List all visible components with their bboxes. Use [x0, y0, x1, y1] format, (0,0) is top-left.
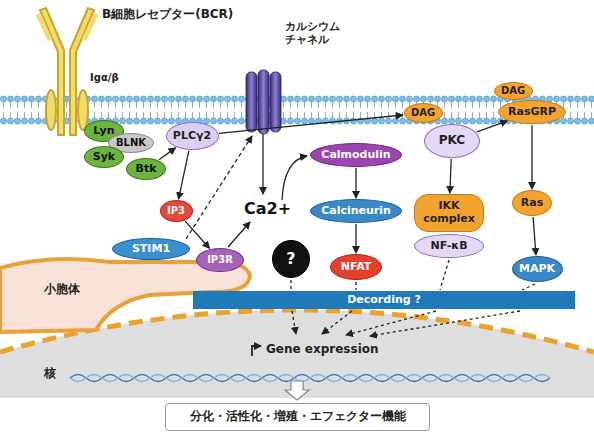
node-text: DAG [411, 107, 435, 119]
calcium-channel [246, 70, 281, 134]
signal-arrow [450, 159, 451, 193]
kinase-ellipse: MAPK [512, 256, 563, 282]
organelle-label: 核 [44, 366, 56, 380]
signal-arrow [179, 151, 189, 199]
kinase-ellipse: Btk [126, 158, 166, 180]
receptor-label: B細胞レセプター(BCR) [102, 7, 233, 21]
signal-dash [346, 311, 436, 335]
decoding-band: Decording ? [193, 291, 575, 309]
output-arrow [285, 381, 309, 400]
node-text: BLNK [116, 137, 146, 149]
dna [70, 375, 550, 382]
process-label: Gene expression [266, 342, 379, 356]
signal-arrow [355, 168, 356, 198]
transcription-start-arrow [252, 346, 261, 356]
node-text: DAG [501, 85, 525, 97]
signal-arrow [185, 221, 209, 248]
calcium-influx-arrow [262, 134, 263, 194]
factor-ellipse: NF-κB [414, 234, 484, 258]
node-text: NFAT [341, 261, 372, 274]
receptor-ellipse: IP3R [196, 248, 244, 272]
signal-dash [292, 311, 296, 334]
organelle-label: 小胞体 [44, 282, 80, 296]
node-text: ? [286, 250, 295, 268]
enzyme-ellipse: PLCγ2 [166, 122, 219, 150]
node-text: IP3 [167, 205, 185, 217]
kinase-ellipse: PKC [424, 124, 480, 158]
lipid-ellipse: DAG [494, 82, 533, 100]
node-text: PLCγ2 [173, 130, 211, 143]
factor-ellipse: NFAT [330, 254, 382, 280]
node-text: IP3R [207, 254, 233, 266]
node-text: RasGRP [508, 106, 556, 119]
signal-dash [290, 280, 291, 290]
dna [70, 375, 550, 382]
signal-arrow [531, 125, 532, 189]
signal-arrow [219, 115, 403, 133]
node-text: STIM1 [132, 243, 170, 256]
signal-dash [322, 311, 352, 334]
calcium-release-arrow [228, 222, 250, 247]
signal-arrow [355, 224, 356, 253]
calcium-calmodulin-arrow [282, 156, 307, 200]
messenger-circle: IP3 [160, 200, 193, 222]
signal-arrow [159, 148, 175, 160]
node-text: Decording ? [347, 294, 421, 307]
node-text: IKK complex [421, 200, 477, 225]
node-text: Btk [136, 163, 157, 176]
cell-membrane [0, 95, 594, 125]
node-text: 分化・活性化・増殖・エフェクター機能 [190, 410, 406, 424]
signal-dash [370, 311, 520, 336]
node-text: Calmodulin [321, 149, 390, 162]
kinase-ellipse: Syk [84, 146, 124, 168]
node-text: Syk [93, 151, 115, 164]
node-text: MAPK [519, 263, 555, 276]
bcr-receptor [38, 8, 96, 135]
node-text: PKC [439, 134, 465, 148]
gtpase-ellipse: Ras [512, 190, 552, 216]
complex-box: IKK complex [414, 194, 484, 232]
node-text: Ras [521, 197, 543, 210]
unknown-circle: ? [272, 240, 310, 278]
channel-label: カルシウム チャネル [285, 20, 347, 46]
lipid-ellipse: DAG [404, 103, 443, 123]
signal-dash [440, 260, 449, 290]
subunit-label: Igα/β [90, 72, 119, 84]
outcome-box: 分化・活性化・増殖・エフェクター機能 [165, 403, 430, 431]
signal-dash [355, 282, 356, 290]
signal-dash [522, 284, 535, 290]
protein-ellipse: Calcineurin [310, 199, 402, 223]
sensor-ellipse: STIM1 [112, 238, 190, 260]
signal-arrow [477, 121, 507, 132]
node-text: Lyn [93, 125, 114, 138]
node-text: Calcineurin [321, 205, 391, 218]
protein-ellipse: Calmodulin [310, 143, 402, 167]
signal-arrow [533, 217, 536, 255]
node-text: NF-κB [430, 240, 467, 253]
ion-label: Ca2+ [244, 199, 291, 218]
stim1-channel-link [186, 136, 252, 239]
gef-ellipse: RasGRP [498, 100, 566, 124]
